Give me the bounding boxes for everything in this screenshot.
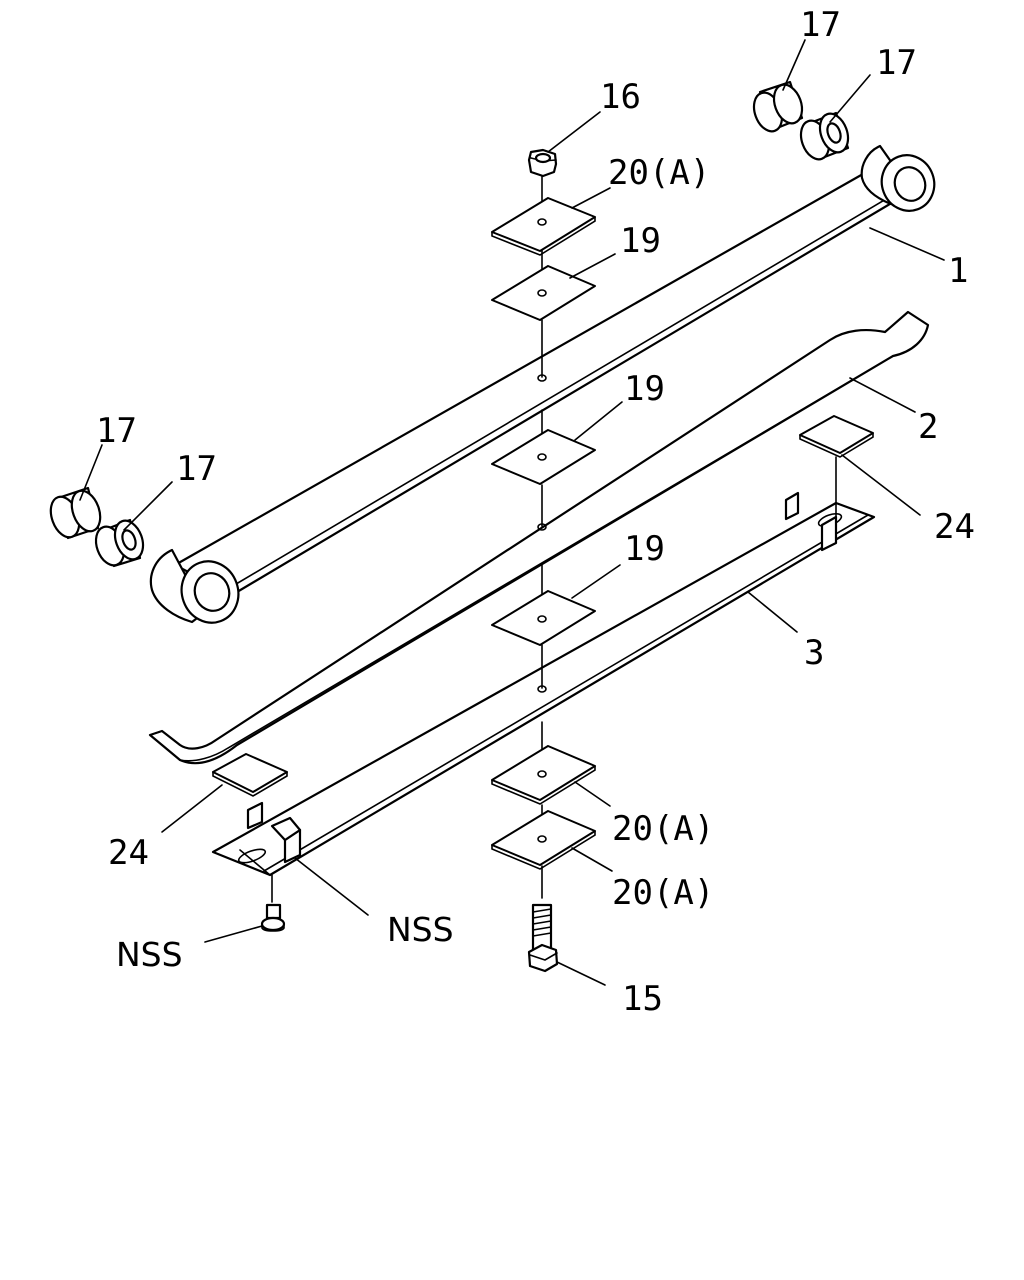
- label-17-top-b: 17: [876, 43, 917, 83]
- leader-lines: [79, 39, 945, 986]
- pad-24-left: [212, 753, 288, 797]
- leaf-1-left-eye: [149, 548, 240, 624]
- nut-16: [527, 148, 558, 178]
- label-3: 3: [804, 633, 824, 673]
- callout-labels: 17 17 16 20(A) 19 1 19 2 17 17 24 19 3 2…: [96, 5, 975, 1019]
- label-1: 1: [948, 251, 968, 291]
- label-17-top-a: 17: [800, 5, 841, 45]
- leaf-2: [148, 310, 930, 765]
- pad-24-right: [799, 415, 874, 458]
- leaf-3: [211, 491, 876, 877]
- label-20a-lower-a: 20(A): [612, 809, 714, 849]
- label-17-left-a: 17: [96, 411, 137, 451]
- plate-20-lower-a: [491, 745, 596, 805]
- plate-20-lower-b: [491, 810, 596, 870]
- label-nss-bolt: NSS: [116, 935, 183, 974]
- leaf-3-left-clip: [246, 801, 302, 864]
- label-20a-lower-b: 20(A): [612, 873, 714, 913]
- bushing-17-left-b: [94, 518, 145, 568]
- label-2: 2: [918, 407, 938, 447]
- label-nss-clip: NSS: [387, 910, 454, 949]
- label-20a-top: 20(A): [608, 153, 710, 193]
- bushing-17-top-a: [752, 80, 804, 133]
- leaf-3-right-clip: [784, 491, 838, 552]
- label-19-lower: 19: [624, 529, 665, 569]
- label-19-top: 19: [620, 221, 661, 261]
- bolt-15: [527, 903, 559, 973]
- label-24-right: 24: [934, 507, 975, 547]
- pad-19-middle: [491, 429, 596, 485]
- leaf-1: [149, 144, 936, 624]
- label-19-middle: 19: [624, 369, 665, 409]
- pad-19-lower: [491, 590, 596, 646]
- leaf-1-right-eye: [860, 144, 936, 212]
- label-15: 15: [622, 979, 663, 1019]
- bushing-17-top-b: [799, 111, 850, 161]
- label-16: 16: [600, 77, 641, 117]
- bushing-17-left-a: [49, 486, 102, 540]
- nss-bolt: [260, 874, 286, 932]
- pad-19-top: [491, 265, 596, 321]
- label-24-left: 24: [108, 833, 149, 873]
- label-17-left-b: 17: [176, 449, 217, 489]
- plate-20-top: [491, 197, 596, 256]
